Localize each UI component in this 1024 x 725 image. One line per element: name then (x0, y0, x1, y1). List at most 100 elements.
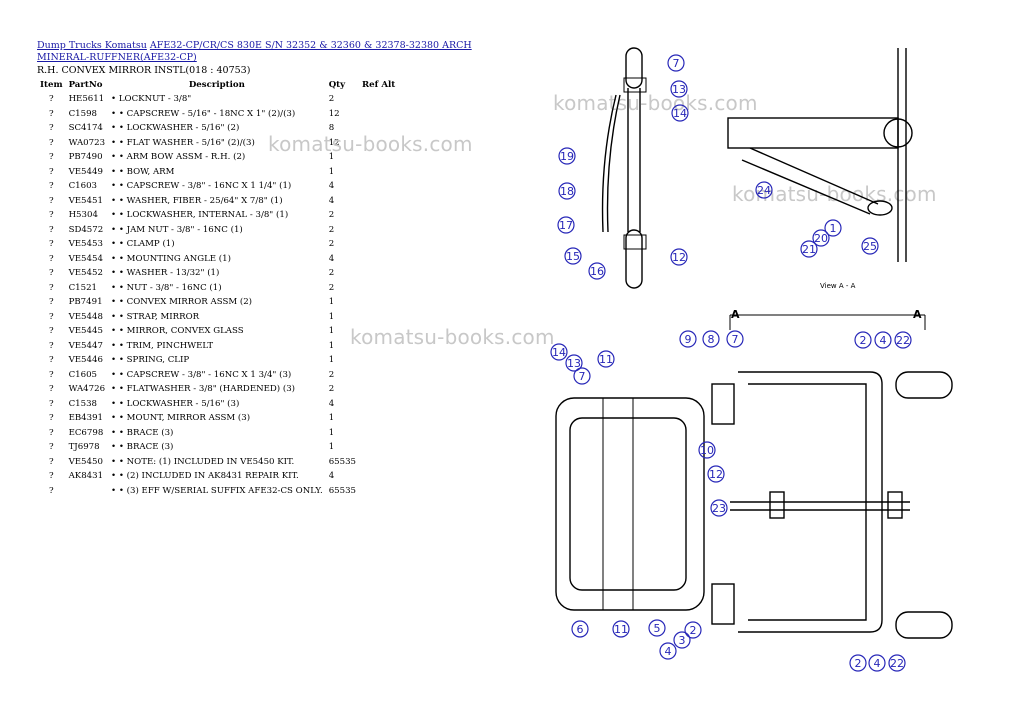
row-partno: VE5454 (68, 253, 103, 264)
table-row: ?EC6798• • BRACE (3)1 (37, 426, 398, 441)
view-label: View A - A (820, 282, 856, 290)
row-qty: 1 (328, 166, 335, 177)
row-ref-alt (359, 397, 398, 412)
row-description: • • MOUNT, MIRROR ASSM (3) (111, 413, 251, 424)
table-row: ?TJ6978• • BRACE (3)1 (37, 440, 398, 455)
row-qty: 4 (328, 398, 335, 409)
row-qty: 4 (328, 253, 335, 264)
breadcrumb-link-model[interactable]: AFE32-CP/CR/CS 830E S/N 32352 & 32360 & … (149, 40, 472, 51)
row-ref-alt (359, 208, 398, 223)
row-description: • • MIRROR, CONVEX GLASS (111, 326, 244, 337)
row-ref-alt (359, 165, 398, 180)
row-item: ? (48, 442, 54, 453)
watermark: komatsu-books.com (553, 91, 758, 115)
row-ref-alt (359, 484, 398, 499)
row-description: • • FLATWASHER - 3/8" (HARDENED) (3) (111, 384, 296, 395)
callout-14: 14 (552, 346, 566, 359)
row-item: ? (48, 471, 54, 482)
callout-4: 4 (874, 657, 881, 670)
table-row: ?WA0723• • FLAT WASHER - 5/16" (2)/(3)12 (37, 136, 398, 151)
row-description: • • LOCKWASHER - 5/16" (2) (111, 123, 240, 134)
row-ref-alt (359, 382, 398, 397)
row-description: • • JAM NUT - 3/8" - 16NC (1) (111, 224, 243, 235)
callout-20: 20 (814, 232, 828, 245)
callout-2: 2 (860, 334, 867, 347)
row-partno: C1521 (68, 282, 98, 293)
callout-7: 7 (732, 333, 739, 346)
row-item: ? (48, 108, 54, 119)
breadcrumb-link-dump-trucks[interactable]: Dump Trucks Komatsu (37, 40, 147, 51)
row-ref-alt (359, 252, 398, 267)
row-description: • • NUT - 3/8" - 16NC (1) (111, 282, 222, 293)
callout-6: 6 (577, 623, 584, 636)
row-partno: VE5450 (68, 456, 103, 467)
callout-4: 4 (880, 334, 887, 347)
row-item: ? (48, 355, 54, 366)
row-item: ? (48, 340, 54, 351)
table-row: ?C1605• • CAPSCREW - 3/8" - 16NC X 1 3/4… (37, 368, 398, 383)
row-ref-alt (359, 179, 398, 194)
table-row: ?PB7490• • ARM BOW ASSM - R.H. (2)1 (37, 150, 398, 165)
breadcrumb-link-customer[interactable]: MINERAL-RUFFNER(AFE32-CP) (37, 52, 197, 63)
row-qty: 1 (328, 311, 335, 322)
callout-18: 18 (560, 185, 574, 198)
row-qty: 1 (328, 326, 335, 337)
callout-13: 13 (672, 83, 686, 96)
row-item: ? (48, 195, 54, 206)
row-partno: C1603 (68, 181, 98, 192)
callout-21: 21 (802, 243, 816, 256)
row-ref-alt (359, 426, 398, 441)
table-row: ?VE5452• • WASHER - 13/32" (1)2 (37, 266, 398, 281)
table-row: ? VE5451 • • WASHER, FIBER - 25/64" X 7/8"… (37, 194, 398, 209)
col-qty: Qty (328, 80, 346, 90)
row-description: • • NOTE: (1) INCLUDED IN VE5450 KIT. (111, 456, 295, 467)
row-description: • • LOCKWASHER - 5/16" (3) (111, 398, 240, 409)
row-item: ? (48, 94, 54, 105)
row-item: ? (48, 210, 54, 221)
section-mark-left: A (731, 308, 740, 321)
callout-14: 14 (673, 107, 687, 120)
callout-23: 23 (712, 502, 726, 515)
row-description: • • FLAT WASHER - 5/16" (2)/(3) (111, 137, 255, 148)
table-row: ?• • (3) EFF W/SERIAL SUFFIX AFE32-CS ON… (37, 484, 398, 499)
callout-22: 22 (890, 657, 904, 670)
row-partno: TJ6978 (68, 442, 100, 453)
row-item: ? (48, 311, 54, 322)
callout-22: 22 (896, 334, 910, 347)
row-qty: 2 (328, 210, 335, 221)
row-qty: 1 (328, 427, 335, 438)
callout-circles (550, 54, 912, 672)
table-row: ?HE5611• LOCKNUT - 3/8"2 (37, 92, 398, 107)
col-item: Item (40, 80, 63, 90)
row-description: • • STRAP, MIRROR (111, 311, 200, 322)
row-item: ? (48, 268, 54, 279)
callout-16: 16 (590, 265, 604, 278)
row-ref-alt (359, 107, 398, 122)
row-ref-alt (359, 281, 398, 296)
row-item: ? (48, 485, 54, 496)
row-partno: AK8431 (68, 471, 104, 482)
row-description: • • BRACE (3) (111, 442, 174, 453)
row-partno: WA4726 (68, 384, 106, 395)
row-qty: 4 (328, 195, 335, 206)
callout-17: 17 (559, 219, 573, 232)
row-description: • • CAPSCREW - 3/8" - 16NC X 1 3/4" (3) (111, 369, 292, 380)
table-row: ?SC4174• • LOCKWASHER - 5/16" (2)8 (37, 121, 398, 136)
row-qty: 1 (328, 413, 335, 424)
row-item: ? (48, 137, 54, 148)
row-description: • • SPRING, CLIP (111, 355, 190, 366)
row-item: ? (48, 297, 54, 308)
callout-labels: 7 13 14 19 18 17 15 16 12 24 1 20 21 25 … (552, 57, 910, 670)
row-ref-alt (359, 194, 398, 209)
diagram-linework (555, 47, 953, 639)
row-item: ? (48, 384, 54, 395)
row-qty: 65535 (328, 485, 357, 496)
callout-3: 3 (679, 634, 686, 647)
row-item: ? (48, 369, 54, 380)
row-partno: VE5451 (68, 195, 103, 206)
row-qty: 1 (328, 297, 335, 308)
row-description: • • WASHER, FIBER - 25/64" X 7/8" (1) (111, 195, 283, 206)
row-partno: H5304 (68, 210, 98, 221)
section-labels: A A View A - A (731, 282, 922, 321)
table-row: ?VE5450• • NOTE: (1) INCLUDED IN VE5450 … (37, 455, 398, 470)
